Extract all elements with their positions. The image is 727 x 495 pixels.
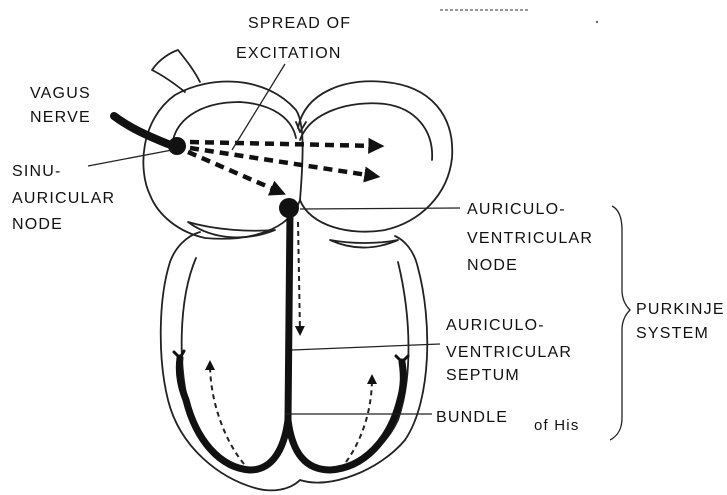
purkinje-bracket — [610, 206, 630, 440]
label-bundle-suffix: of His — [534, 417, 580, 434]
left-atrium-inner — [300, 103, 432, 160]
leader-septum — [292, 344, 440, 350]
label-purkinje-line1: PURKINJE — [636, 301, 725, 318]
vena-cava — [152, 50, 200, 92]
auriculo-ventricular-node — [279, 198, 299, 218]
label-septum-line1: AURICULO- — [446, 317, 545, 334]
label-septum-line2: VENTRICULAR — [446, 344, 572, 361]
septum-descending-arrow — [298, 222, 300, 332]
purkinje-left-branch — [179, 358, 288, 470]
label-spread-line2: EXCITATION — [236, 45, 342, 62]
purkinje-right-branch — [288, 362, 403, 470]
label-spread-line1: SPREAD OF — [248, 15, 351, 32]
label-sinu-line2: AURICULAR — [12, 190, 115, 207]
left-ventricle-ascending-arrow — [210, 364, 244, 464]
leader-avnode — [300, 208, 460, 209]
excitation-arrow-1 — [190, 142, 378, 146]
label-purkinje-line2: SYSTEM — [636, 325, 709, 342]
scan-artifact-dot — [596, 21, 598, 23]
label-septum-line3: SEPTUM — [446, 367, 520, 384]
right-atrium-outer — [143, 81, 302, 238]
ventricles-inner-right — [330, 262, 409, 470]
label-vagus-line1: VAGUS — [30, 85, 91, 102]
ventricles-inner-left — [182, 258, 252, 470]
leader-sinu — [88, 150, 172, 166]
label-avnode-line2: VENTRICULAR — [467, 230, 593, 247]
tricuspid-valve-flap — [188, 222, 275, 237]
excitation-arrow-2 — [190, 148, 374, 176]
label-sinu-line1: SINU- — [12, 163, 62, 180]
label-avnode-line3: NODE — [467, 257, 518, 274]
label-bundle: BUNDLE — [436, 409, 508, 426]
mitral-valve-flap — [330, 240, 398, 248]
leader-spread — [232, 64, 285, 150]
label-vagus-line2: NERVE — [30, 109, 91, 126]
vagus-nerve — [114, 116, 168, 144]
label-avnode-line1: AURICULO- — [467, 201, 566, 218]
right-ventricle-ascending-arrow — [346, 378, 372, 462]
label-sinu-line3: NODE — [12, 216, 63, 233]
septum-bundle-of-his — [288, 212, 290, 420]
